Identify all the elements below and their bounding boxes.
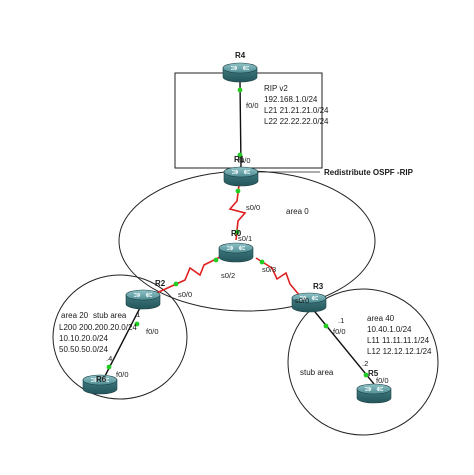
rip-network-line: 192.168.1.0/24	[264, 95, 318, 104]
router-icon	[356, 383, 392, 404]
port-dot	[235, 188, 241, 194]
interface-label: f0/0	[376, 376, 389, 385]
interface-label: f0/0	[246, 101, 259, 110]
area-20-network-line: L200 200.200.20.0/24	[59, 323, 137, 332]
area-40-network-line: 10.40.1.0/24	[367, 325, 412, 334]
interface-label: f0/0	[333, 327, 346, 336]
area-40-network-line: L12 12.12.12.1/24	[367, 347, 432, 356]
router-icon	[218, 242, 254, 263]
router-r3[interactable]: R3	[291, 282, 327, 313]
router-r6[interactable]: R6	[82, 374, 118, 395]
interface-label: s0/1	[238, 234, 252, 243]
interface-label: .2	[362, 359, 368, 368]
router-r5[interactable]: R5	[356, 369, 392, 404]
router-r0[interactable]: R0	[218, 229, 254, 263]
redistribute-annotation: Redistribute OSPF -RIP	[324, 168, 414, 177]
interface-label: f0/0	[238, 156, 251, 165]
interface-label: s0/0	[178, 290, 192, 299]
router-r6-label: R6	[96, 375, 107, 384]
router-r1-label: R1	[234, 155, 245, 164]
port-dot	[106, 364, 112, 370]
area-20-boundary	[52, 274, 188, 400]
router-icon	[222, 62, 258, 83]
router-icon	[223, 166, 259, 187]
interface-label: s0/0	[246, 203, 260, 212]
interface-label: .1	[338, 316, 344, 325]
interface-label: s0/2	[221, 271, 235, 280]
interface-label: f0/0	[116, 370, 129, 379]
rip-title: RIP v2	[264, 84, 288, 93]
area-0-label: area 0	[286, 207, 309, 216]
router-r1[interactable]: R1	[223, 155, 259, 187]
port-dot	[237, 87, 243, 93]
serial-link-r0-r2	[149, 255, 223, 297]
area-20-network-line: 50.50.50.0/24	[59, 345, 108, 354]
router-r4-label: R4	[235, 51, 246, 60]
serial-link-r1-r0	[228, 184, 247, 241]
router-r3-label: R3	[313, 282, 324, 291]
area-20-stub-label: stub area	[93, 311, 127, 320]
port-dot	[213, 257, 219, 263]
serial-link-r0-r3	[255, 257, 301, 297]
router-r2[interactable]: R2	[125, 279, 166, 310]
router-r0-label: R0	[231, 229, 242, 238]
rip-network-line: L21 21.21.21.0/24	[264, 106, 329, 115]
rip-network-line: L22 22.22.22.0/24	[264, 117, 329, 126]
area-40-title: area 40	[367, 314, 395, 323]
router-r2-label: R2	[155, 279, 166, 288]
interface-label: s0/3	[262, 265, 276, 274]
router-icon	[125, 289, 161, 310]
interface-label: f0/0	[146, 327, 159, 336]
interface-label: .4	[106, 354, 112, 363]
port-dot	[173, 281, 179, 287]
port-dot	[363, 372, 369, 378]
link-r2-r6	[104, 299, 145, 377]
port-dot	[259, 259, 265, 265]
area-20-title: area 20	[61, 311, 89, 320]
port-dot	[134, 321, 140, 327]
area-40-network-line: L11 11.11.11.1/24	[367, 336, 430, 345]
interface-label: s0/0	[295, 296, 309, 305]
port-dot	[237, 152, 243, 158]
area-20-network-line: 10.10.20.0/24	[59, 334, 108, 343]
area-40-stub-label: stub area	[300, 368, 334, 377]
router-r4[interactable]: R4	[222, 51, 258, 83]
router-r5-label: R5	[368, 369, 379, 378]
area-40-boundary	[287, 288, 439, 436]
port-dot	[323, 323, 329, 329]
interface-label: .1	[134, 310, 140, 319]
port-dot	[234, 229, 240, 235]
